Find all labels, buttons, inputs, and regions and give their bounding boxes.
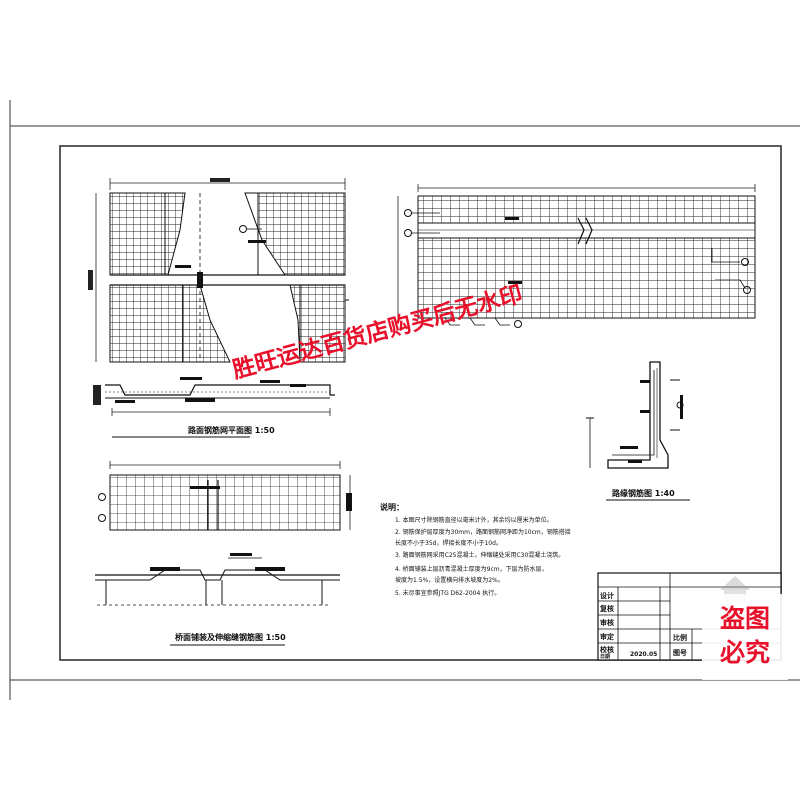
- note-line: 3. 路面钢筋网采用C25混凝土，伸缩缝处采用C30混凝土浇筑。: [395, 551, 564, 559]
- curb-section-title: 路缘钢筋图 1:40: [612, 488, 675, 498]
- title-block-label: 审核: [600, 618, 614, 627]
- curb-section-right: [586, 361, 690, 501]
- plan-bottom-left: [95, 461, 352, 646]
- watermark-corner-line1: 盗图: [719, 604, 770, 633]
- watermark-corner: 盗图 必究: [702, 594, 788, 680]
- section-top-left: [93, 377, 335, 438]
- title-block-label: 校核: [600, 645, 614, 654]
- note-line: 1. 本图尺寸除钢筋直径以毫米计外，其余均以厘米为单位。: [395, 516, 553, 524]
- watermark-corner-line2: 必究: [719, 638, 770, 667]
- note-line: 5. 未尽事宜参照JTG D62-2004 执行。: [395, 589, 500, 597]
- plan-top-left-title: 路面钢筋网平面图 1:50: [188, 425, 275, 435]
- title-block-date: 2020.05: [630, 651, 657, 658]
- plan-top-right: [397, 184, 756, 328]
- title-block-label: 日期: [600, 653, 610, 660]
- note-line: 4. 桥面铺装上层沥青混凝土厚度为9cm，下层为防水层，: [395, 565, 548, 573]
- note-line: 坡度为1.5%，设置横向排水坡度为2%。: [395, 576, 504, 584]
- title-block-label: 审定: [600, 632, 614, 641]
- note-line: 长度不小于35d，焊接长度不小于10d。: [395, 539, 502, 547]
- plan-bottom-title: 桥面铺装及伸缩缝钢筋图 1:50: [175, 632, 286, 642]
- plan-top-left: [88, 178, 349, 363]
- title-block-label: 复核: [599, 604, 614, 613]
- title-block-label: 设计: [600, 591, 614, 600]
- note-line: 2. 钢筋保护层厚度为30mm，路面钢筋网净距为10cm，钢筋搭接: [395, 528, 571, 536]
- outer-frame: [9, 100, 800, 700]
- title-block-scale-label: 比例: [673, 633, 687, 642]
- notes-heading: 说明：: [380, 502, 404, 512]
- title-block-sheet-label: 图号: [673, 648, 687, 657]
- notes-block: 说明： 1. 本图尺寸除钢筋直径以毫米计外，其余均以厘米为单位。 2. 钢筋保护…: [380, 502, 571, 597]
